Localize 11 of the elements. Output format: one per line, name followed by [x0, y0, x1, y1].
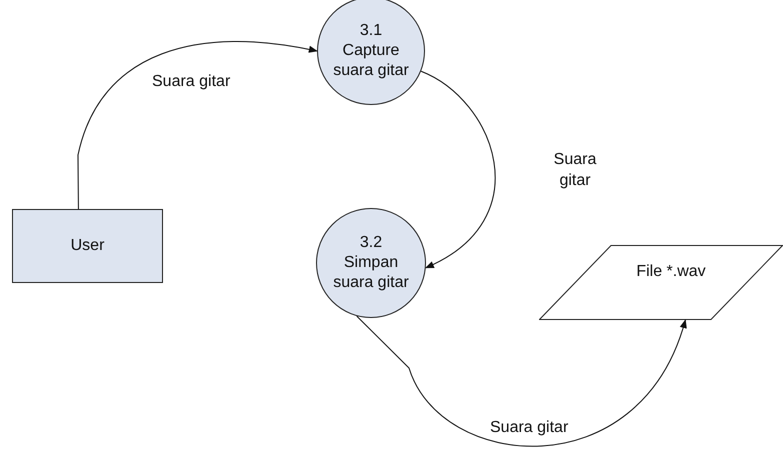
- process-number: 3.2: [360, 233, 382, 253]
- arrow: [356, 316, 686, 446]
- node-label: File *.wav: [636, 262, 706, 282]
- arrow: [420, 70, 496, 268]
- data-store-shape: [539, 245, 783, 320]
- node-label: Simpan suara gitar: [332, 253, 410, 293]
- node-label: Capture suara gitar: [332, 41, 410, 81]
- process-number: 3.1: [360, 21, 382, 41]
- arrow: [78, 41, 318, 210]
- entity-box: [12, 209, 163, 283]
- node-label: User: [70, 236, 104, 256]
